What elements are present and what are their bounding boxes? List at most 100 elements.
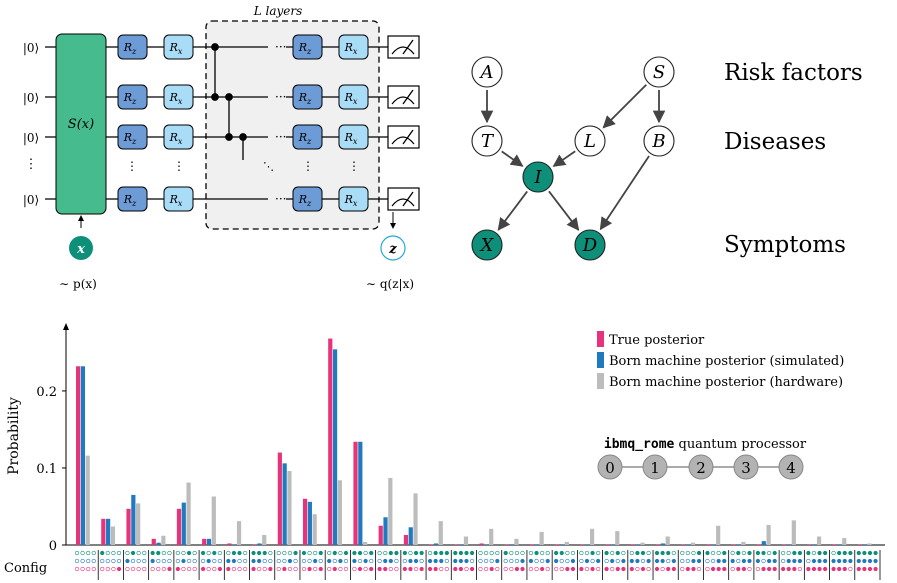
config-bit <box>464 550 469 556</box>
config-bit <box>282 550 287 556</box>
config-bit <box>469 558 475 564</box>
config-bit <box>80 550 85 556</box>
bar <box>615 531 620 545</box>
node-B: B <box>643 125 675 157</box>
config-bit <box>175 566 180 572</box>
config-bit <box>823 550 828 556</box>
config-bit <box>186 566 192 572</box>
bar <box>716 525 721 545</box>
bar <box>433 543 439 545</box>
bar <box>756 544 762 545</box>
config-bit <box>276 550 281 556</box>
config-bit <box>363 558 368 564</box>
config-bit <box>680 550 685 556</box>
row-label: Diseases <box>724 129 826 155</box>
config-bit <box>873 558 878 564</box>
bar <box>287 471 292 545</box>
config-bit <box>873 566 878 572</box>
edge-T-I <box>501 150 524 167</box>
config-bit <box>413 566 419 572</box>
config-bit <box>484 558 489 564</box>
config-bit <box>540 550 545 556</box>
qubit-4: 4 <box>778 454 804 480</box>
config-bit <box>797 558 803 564</box>
config-bit <box>327 550 332 556</box>
config-bit <box>660 566 665 572</box>
bar <box>660 543 666 545</box>
bar <box>161 535 166 545</box>
bar <box>459 544 464 545</box>
bar <box>312 514 317 545</box>
config-bit <box>318 550 323 556</box>
config-bit <box>332 550 337 556</box>
config-bit <box>747 550 752 556</box>
config-bit <box>584 550 590 556</box>
config-bit <box>262 550 267 556</box>
config-bit <box>772 566 777 572</box>
bar <box>136 503 141 545</box>
rz-gate: Rz <box>292 34 323 60</box>
row-label: Symptoms <box>724 232 846 258</box>
config-bit <box>730 558 735 564</box>
control-dot <box>225 93 233 101</box>
config-bit <box>301 550 307 556</box>
config-bit <box>559 558 564 564</box>
config-bit <box>660 558 665 564</box>
config-bit <box>565 566 570 572</box>
bar <box>202 538 207 545</box>
config-bit <box>797 566 803 572</box>
bar <box>857 544 862 545</box>
config-bit <box>343 566 349 572</box>
config-bit <box>206 558 211 564</box>
config-bit <box>427 550 433 556</box>
config-bit <box>116 558 122 564</box>
config-bit <box>444 550 449 556</box>
config-bit <box>116 566 122 572</box>
svg-text:B: B <box>651 131 665 152</box>
bar <box>277 452 282 545</box>
config-bit <box>691 550 696 556</box>
config-bit <box>338 558 343 564</box>
config-bit <box>383 566 388 572</box>
config-bit <box>402 566 407 572</box>
config-bit <box>268 550 273 556</box>
config-bit <box>212 550 217 556</box>
config-bit <box>570 566 576 572</box>
config-bit <box>318 558 323 564</box>
config-bit <box>736 550 741 556</box>
config-bit <box>307 550 312 556</box>
config-bit <box>666 550 671 556</box>
entangling-ladder: ⋱ <box>211 43 274 173</box>
config-bit <box>226 566 231 572</box>
config-bit <box>565 558 570 564</box>
config-bit <box>767 566 772 572</box>
config-bit <box>806 566 811 572</box>
config-bit <box>217 558 222 564</box>
svg-text:4: 4 <box>786 459 796 477</box>
config-bit <box>540 558 545 564</box>
svg-text:L: L <box>583 131 596 152</box>
config-bit <box>156 558 161 564</box>
bar <box>782 544 787 545</box>
svg-text:⋮: ⋮ <box>302 159 314 173</box>
config-bit <box>231 566 237 572</box>
config-bit <box>293 558 298 564</box>
config-bit <box>175 558 180 564</box>
config-bit <box>181 566 186 572</box>
bar <box>176 508 182 545</box>
config-bit <box>635 550 640 556</box>
config-bit <box>212 566 217 572</box>
config-bit <box>91 558 96 564</box>
config-bit <box>458 550 463 556</box>
config-bit <box>831 566 836 572</box>
config-bit <box>610 558 615 564</box>
config-bit <box>811 550 817 556</box>
config-bit <box>837 558 842 564</box>
measurement-meters <box>387 35 420 211</box>
config-bit <box>74 550 80 556</box>
svg-text:1: 1 <box>650 459 660 477</box>
config-bit <box>489 558 494 564</box>
meter-icon <box>387 35 420 59</box>
config-bit <box>200 550 206 556</box>
config-bit <box>817 558 822 564</box>
